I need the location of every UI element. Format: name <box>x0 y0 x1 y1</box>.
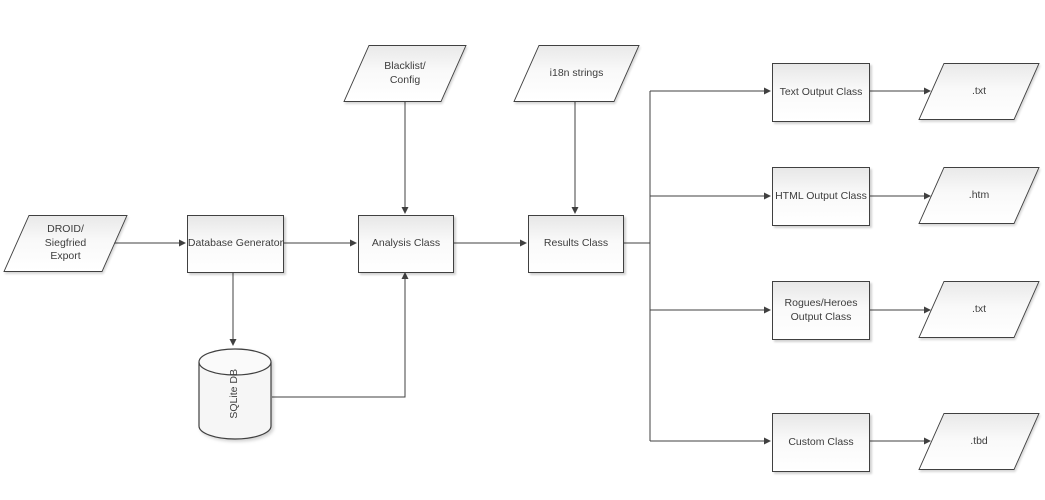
node-output-htm: .htm <box>918 167 1040 224</box>
edge-text-output-to-txt <box>868 87 931 95</box>
edge-sqlite-to-analysis <box>272 272 409 398</box>
parallelogram-shape <box>343 45 467 102</box>
edge-html-output-to-htm <box>868 192 931 200</box>
cylinder-shape <box>198 348 272 440</box>
node-label: Database Generator <box>187 237 284 250</box>
node-database-generator: Database Generator <box>187 215 284 273</box>
parallelogram-shape <box>918 63 1040 120</box>
node-label: Results Class <box>543 237 609 250</box>
node-droid-siegfried-export: DROID/ Siegfried Export <box>3 215 128 272</box>
edge-analysis-to-results <box>452 239 527 247</box>
edge-database-generator-to-sqlite <box>229 271 237 346</box>
node-html-output-class: HTML Output Class <box>772 167 870 226</box>
node-label: Text Output Class <box>779 85 863 98</box>
edge-branch-to-html-output <box>650 192 771 200</box>
edge-database-generator-to-analysis <box>282 239 357 247</box>
node-label: HTML Output Class <box>775 189 867 202</box>
edge-branch-to-text-output <box>650 87 771 95</box>
node-output-txt-text: .txt <box>918 63 1040 120</box>
edge-branch-to-custom <box>650 437 771 445</box>
edge-branch-to-rogues-heroes <box>650 306 771 314</box>
edge-rogues-to-txt <box>868 306 931 314</box>
edge-i18n-to-results <box>571 102 579 214</box>
node-results-class: Results Class <box>528 215 624 273</box>
node-rogues-heroes-output-class: Rogues/Heroes Output Class <box>772 281 870 340</box>
node-sqlite-db: SQLite DB <box>198 348 272 440</box>
node-label: Analysis Class <box>371 237 441 250</box>
node-i18n-strings: i18n strings <box>513 45 640 102</box>
node-analysis-class: Analysis Class <box>358 215 454 273</box>
parallelogram-shape <box>918 281 1040 338</box>
parallelogram-shape <box>3 215 128 272</box>
parallelogram-shape <box>918 167 1040 224</box>
edge-blacklist-to-analysis <box>401 102 409 214</box>
node-label: Custom Class <box>788 435 854 448</box>
node-output-tbd: .tbd <box>918 413 1040 470</box>
node-output-txt-rogues: .txt <box>918 281 1040 338</box>
parallelogram-shape <box>513 45 640 102</box>
edge-droid-to-database-generator <box>113 239 186 247</box>
parallelogram-shape <box>918 413 1040 470</box>
edge-results-branch-trunk <box>622 91 651 441</box>
node-text-output-class: Text Output Class <box>772 63 870 122</box>
node-label: Rogues/Heroes Output Class <box>784 296 858 323</box>
node-custom-class: Custom Class <box>772 413 870 472</box>
edge-custom-to-tbd <box>868 437 931 445</box>
node-blacklist-config: Blacklist/ Config <box>343 45 467 102</box>
